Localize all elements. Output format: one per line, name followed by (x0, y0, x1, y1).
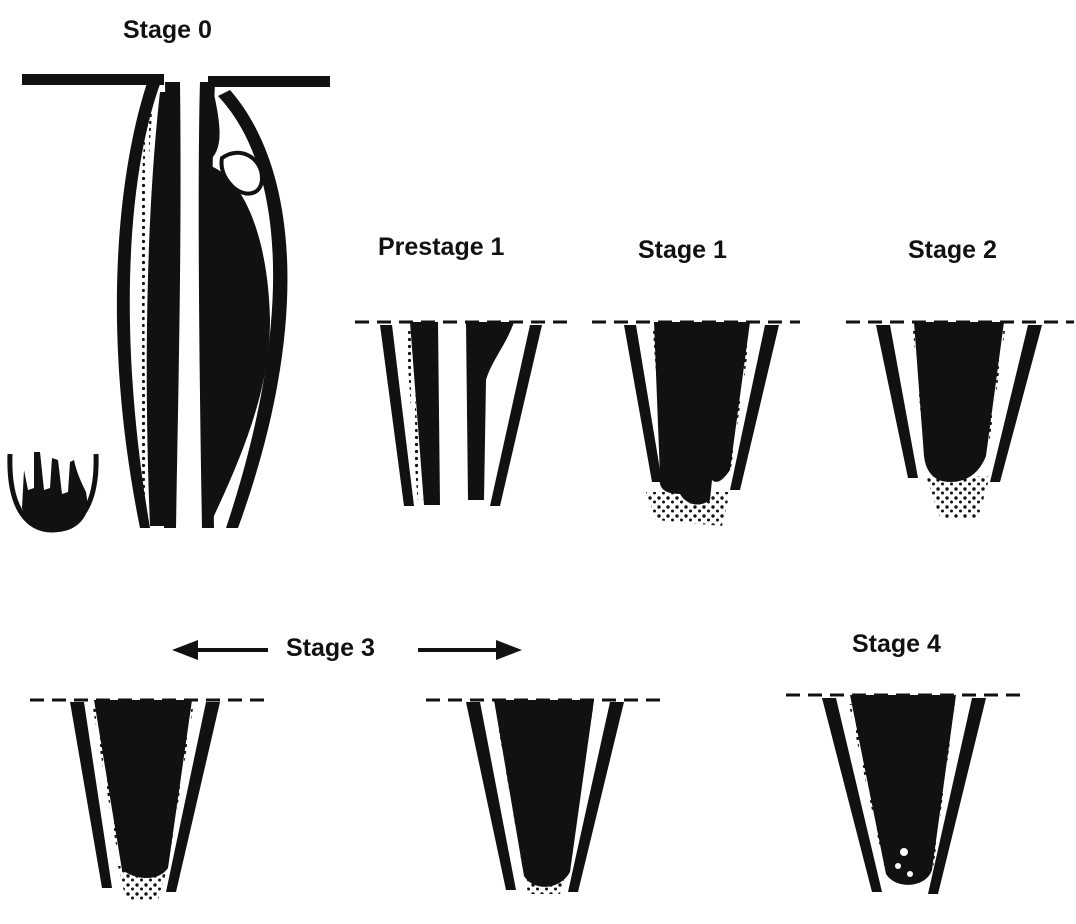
stage-3-left-figure (30, 700, 270, 900)
stage-0-right-body (208, 165, 270, 520)
stage-2-scatter (926, 476, 990, 518)
stage-3-left-arrowhead (172, 640, 198, 660)
stage-0-surface-right (208, 76, 330, 87)
stage-3-right-scatter (522, 858, 570, 894)
stage-0-cup-fill (22, 452, 88, 532)
stage-4-label: Stage 4 (852, 630, 941, 659)
stage-0-label: Stage 0 (123, 16, 212, 45)
stage-2-label: Stage 2 (908, 236, 997, 265)
stage-0-surface-left (22, 74, 164, 85)
stage-4-spot-3 (907, 871, 913, 877)
stage-3-right-arrowhead (496, 640, 522, 660)
prestage-1-label: Prestage 1 (378, 233, 504, 262)
stage-1-scatter (646, 492, 730, 526)
stage-0-left-inner-wall (164, 82, 181, 528)
stage-1-figure (592, 322, 800, 526)
stage-2-figure (846, 322, 1074, 518)
stage-3-left-scatter (118, 866, 168, 900)
stage-0-figure (10, 74, 330, 532)
stage-3-right-figure (426, 700, 662, 894)
stage-4-figure (786, 695, 1022, 894)
stage-2-left-wall (876, 325, 918, 478)
stage-4-spot-1 (900, 848, 908, 856)
stage-1-label: Stage 1 (638, 236, 727, 265)
prestage-1-figure (355, 322, 567, 506)
stage-4-spot-2 (895, 863, 901, 869)
stage-3-label: Stage 3 (286, 634, 375, 663)
